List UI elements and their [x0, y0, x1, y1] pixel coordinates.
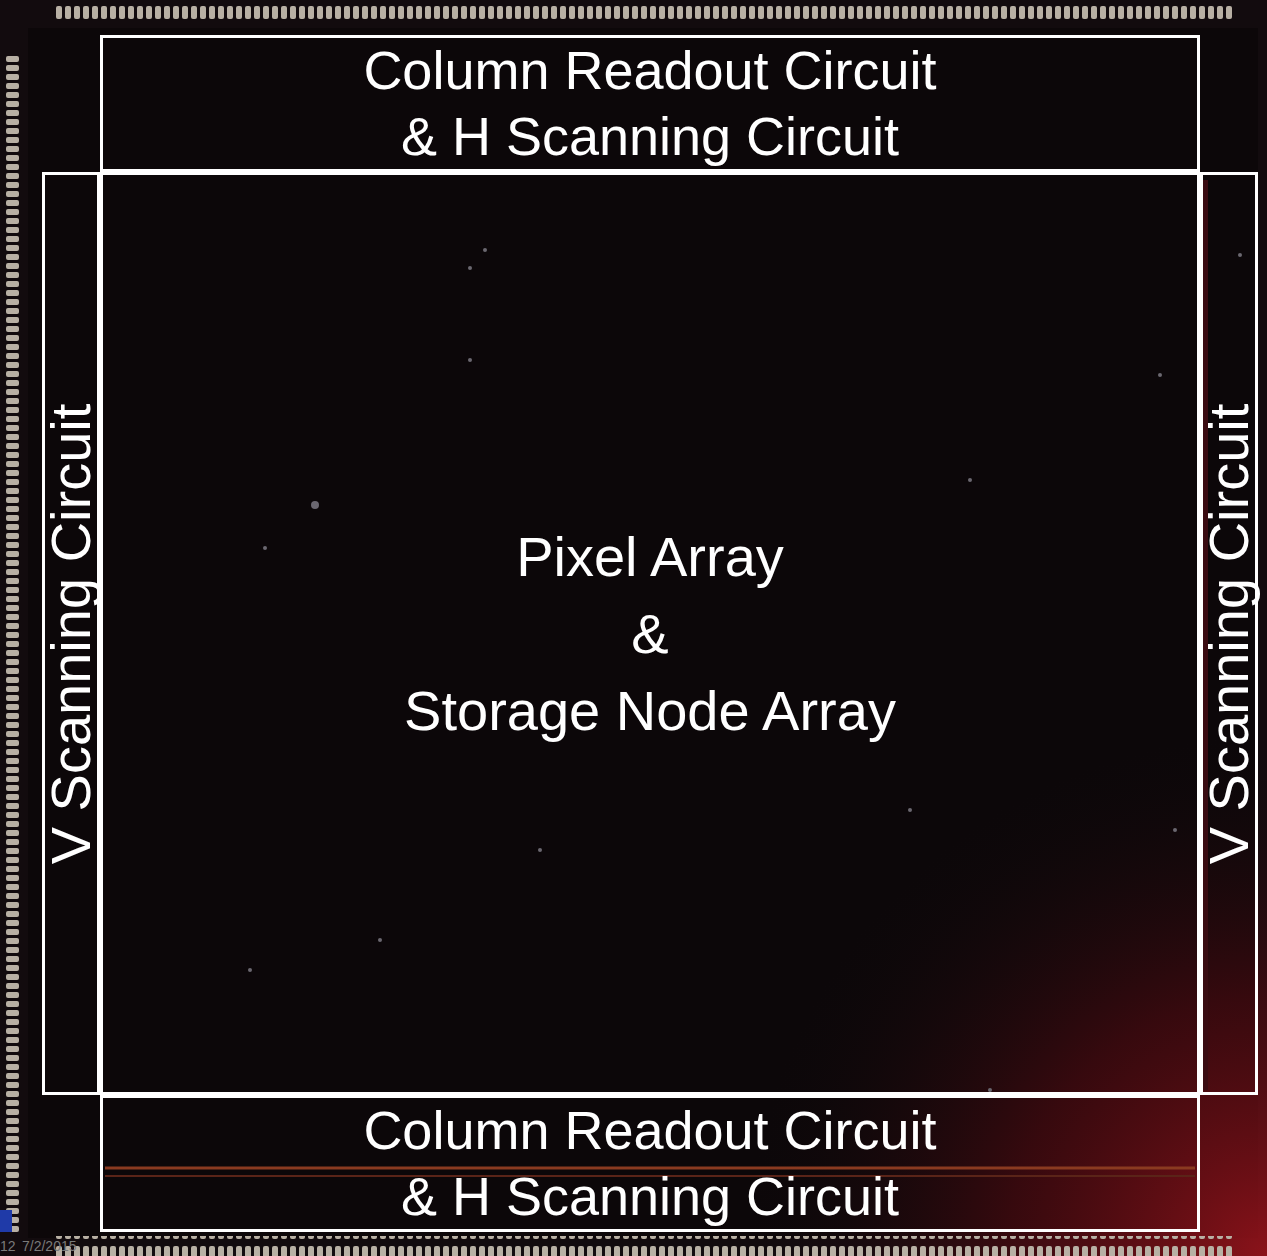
region-label: Column Readout Circuit & H Scanning Circ… — [363, 38, 936, 170]
slide-number: 12 — [0, 1238, 16, 1254]
region-label: Pixel Array & Storage Node Array — [404, 518, 896, 750]
region-label: Column Readout Circuit & H Scanning Circ… — [363, 1098, 936, 1230]
column-readout-region: Column Readout Circuit & H Scanning Circ… — [100, 1095, 1200, 1232]
region-label: V Scanning Circuit — [43, 403, 99, 864]
date-stamp: 7/2/2015 — [22, 1238, 77, 1254]
v-scanning-region: V Scanning Circuit — [42, 172, 100, 1095]
region-label: V Scanning Circuit — [1201, 403, 1257, 864]
pixel-array-region: Pixel Array & Storage Node Array — [100, 172, 1200, 1095]
v-scanning-region: V Scanning Circuit — [1200, 172, 1258, 1095]
column-readout-region: Column Readout Circuit & H Scanning Circ… — [100, 35, 1200, 172]
